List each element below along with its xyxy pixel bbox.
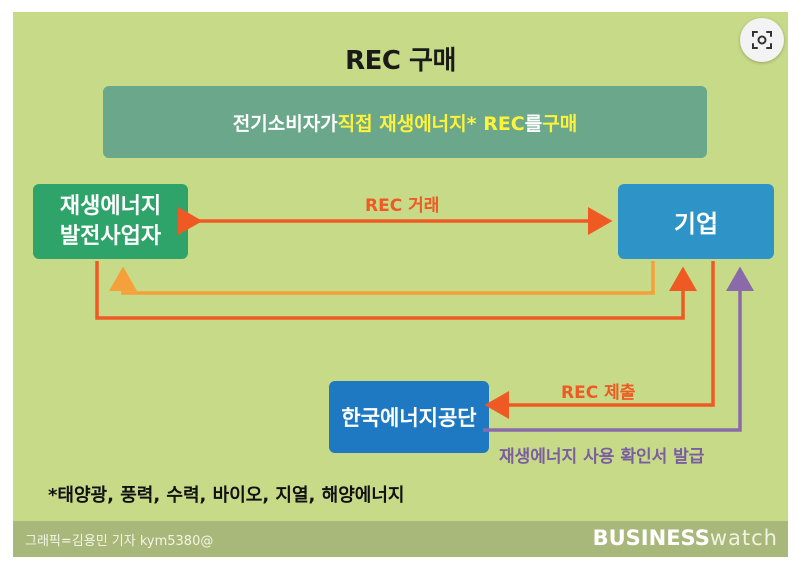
kea-label: 한국에너지공단: [341, 406, 477, 430]
kea-node: 한국에너지공단: [329, 381, 489, 453]
generator-label-line2: 발전사업자: [59, 223, 162, 249]
banner-text-1: 전기소비자가: [232, 112, 338, 135]
diagram-panel: REC 구매 전기소비자가 직접 재생에너지* REC 를 구매 재생에너지 발…: [13, 12, 788, 557]
diagram-title: REC 구매: [345, 46, 456, 76]
footnote: *태양광, 풍력, 수력, 바이오, 지열, 해양에너지: [48, 485, 405, 506]
generator-label-line1: 재생에너지: [59, 193, 162, 219]
footer-bar: 그래픽=김용민 기자 kym5380@ BUSINESSwatch: [13, 521, 788, 557]
logo-bold-text: BUSINESS: [592, 526, 710, 550]
scan-icon: [752, 31, 772, 49]
graphic-credit: 그래픽=김용민 기자 kym5380@: [25, 534, 214, 549]
connector-arrows: [95, 207, 754, 432]
banner-highlight-1: 직접 재생에너지* REC: [337, 112, 525, 135]
issue-arrow: [483, 266, 754, 432]
submit-edge-label: REC 제출: [561, 383, 636, 403]
issue-edge-label: 재생에너지 사용 확인서 발급: [499, 447, 705, 467]
orange-return-arrow: [109, 261, 655, 295]
scan-button[interactable]: [740, 18, 784, 62]
corporation-node: 기업: [618, 184, 774, 259]
corporation-label: 기업: [673, 210, 719, 238]
businesswatch-logo: BUSINESSwatch: [593, 526, 778, 550]
submit-arrow: [484, 261, 715, 419]
red-supply-arrow: [95, 261, 697, 320]
banner-text-2: 를: [524, 112, 543, 135]
logo-light-text: watch: [709, 526, 778, 550]
banner: 전기소비자가 직접 재생에너지* REC 를 구매: [103, 86, 707, 158]
banner-highlight-2: 구매: [542, 112, 578, 135]
generator-node: 재생에너지 발전사업자: [33, 184, 188, 259]
